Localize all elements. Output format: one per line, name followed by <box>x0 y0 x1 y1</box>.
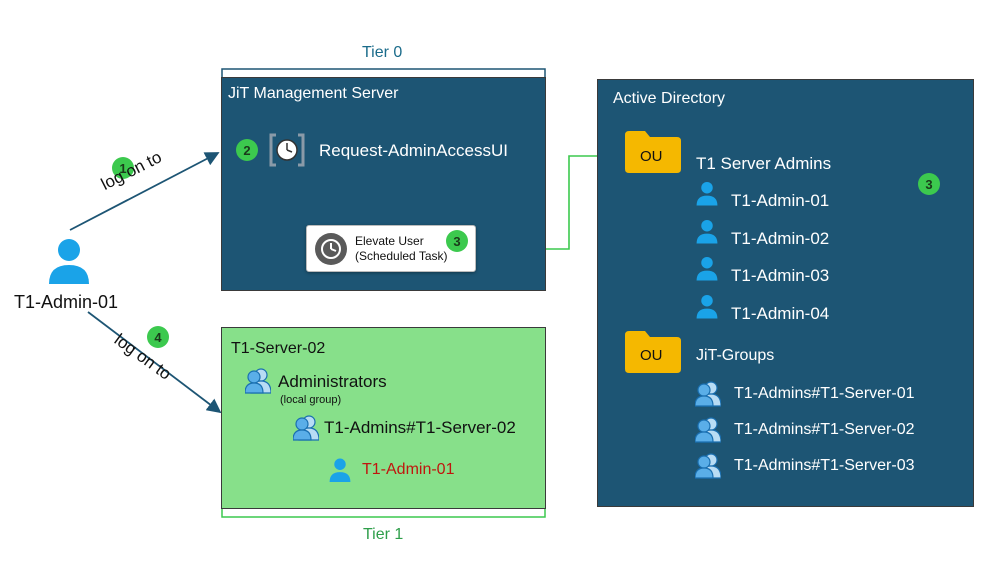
ou1-name: T1 Server Admins <box>696 154 832 173</box>
task-line2: (Scheduled Task) <box>355 248 448 263</box>
ad-group-1: T1-Admins#T1-Server-01 <box>734 385 915 402</box>
ad-group-2: T1-Admins#T1-Server-02 <box>734 421 915 438</box>
administrators-sub: (local group) <box>280 394 342 406</box>
ad-user-2: T1-Admin-02 <box>731 229 830 248</box>
administrators-label: Administrators <box>278 372 387 391</box>
user-label: T1-Admin-01 <box>14 292 119 312</box>
ad-user-1: T1-Admin-01 <box>731 191 830 210</box>
tier1-label: Tier 1 <box>363 526 404 543</box>
ad-group-icon-2 <box>695 417 721 443</box>
jit-server-title: JiT Management Server <box>228 85 399 102</box>
step-badge-4: 4 <box>147 326 169 348</box>
tier0-bracket <box>221 68 546 77</box>
step-badge-3-ad: 3 <box>918 173 940 195</box>
ad-user-icon-1 <box>696 182 718 206</box>
ou-label-1: OU <box>640 148 663 165</box>
server02-group-label: T1-Admins#T1-Server-02 <box>324 418 516 437</box>
request-adminaccessui-label: Request-AdminAccessUI <box>319 141 508 160</box>
member-user-icon <box>329 458 351 482</box>
t1-server-02-box <box>221 327 546 509</box>
step-badge-2: 2 <box>236 139 258 161</box>
ad-user-3: T1-Admin-03 <box>731 266 830 285</box>
ou-folder-icon-1 <box>625 131 681 173</box>
ad-group-icon-3 <box>695 453 721 479</box>
ou-label-2: OU <box>640 347 663 364</box>
tier0-label: Tier 0 <box>362 44 403 61</box>
tier1-bracket <box>221 509 546 518</box>
ad-group-icon-1 <box>695 381 721 407</box>
step-badge-3-task: 3 <box>446 230 468 252</box>
ad-user-icon-3 <box>696 257 718 281</box>
ad-user-icon-2 <box>696 220 718 244</box>
member-user-label: T1-Admin-01 <box>362 461 455 478</box>
server02-title: T1-Server-02 <box>231 340 326 357</box>
elevate-user-task: Elevate User (Scheduled Task) <box>306 225 476 272</box>
administrators-group-icon <box>245 368 271 394</box>
user-icon <box>49 239 89 284</box>
ad-title: Active Directory <box>613 90 726 107</box>
clock-app-icon <box>269 133 305 167</box>
scheduled-task-icon <box>315 232 347 265</box>
ad-user-icon-4 <box>696 295 718 319</box>
ou-folder-icon-2 <box>625 331 681 373</box>
logon-arrow-bottom <box>87 311 222 414</box>
ad-user-4: T1-Admin-04 <box>731 304 830 323</box>
ad-group-3: T1-Admins#T1-Server-03 <box>734 457 915 474</box>
task-line1: Elevate User <box>355 233 424 248</box>
step-badge-1: 1 <box>112 157 134 179</box>
logon-arrow-top <box>69 152 220 231</box>
t1-admins-group-icon <box>293 415 319 441</box>
ou2-name: JiT-Groups <box>696 347 775 364</box>
